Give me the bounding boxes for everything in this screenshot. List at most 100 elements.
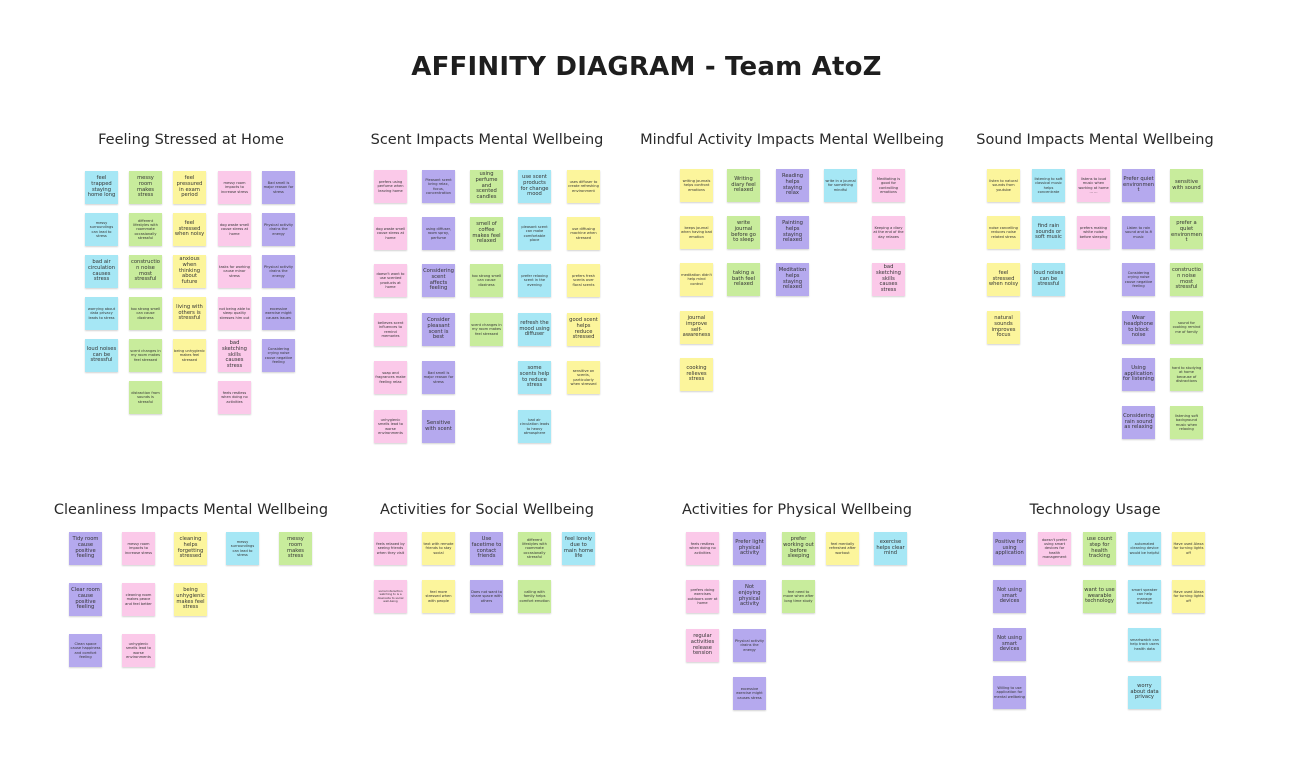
sticky-note[interactable]: dog waste smell cause stress at home — [218, 213, 251, 246]
sticky-note[interactable]: use diffusing machine when stressed — [567, 217, 600, 250]
sticky-note[interactable]: worry about data privacy — [1128, 676, 1161, 709]
sticky-note[interactable]: use scent products for change mood — [518, 170, 551, 203]
sticky-note[interactable]: too strong smell can cause dizziness — [470, 264, 503, 297]
sticky-note[interactable]: regular activities release tension — [686, 629, 719, 662]
sticky-note[interactable]: tasks for working cause minor stress — [218, 255, 251, 288]
sticky-note[interactable]: bad air circulation causes stress — [85, 255, 118, 288]
sticky-note[interactable]: want to use wearable technology — [1083, 580, 1116, 613]
sticky-note[interactable]: feels restless when doing no activities — [218, 381, 251, 414]
sticky-note[interactable]: Considering crying noise cause negative … — [262, 339, 295, 372]
sticky-note[interactable]: Have used Alexa for turning lights off — [1172, 580, 1205, 613]
sticky-note[interactable]: feel stressed when noisy — [987, 263, 1020, 296]
sticky-note[interactable]: listening soft background music when rel… — [1170, 406, 1203, 439]
sticky-note[interactable]: Writing diary feel relaxed — [727, 169, 760, 202]
sticky-note[interactable]: noise cancelling reduces noise related s… — [987, 216, 1020, 249]
sticky-note[interactable]: write journal before go to sleep — [727, 216, 760, 249]
sticky-note[interactable]: find rain sounds or soft music — [1032, 216, 1065, 249]
sticky-note[interactable]: Considering scent affects feeling — [422, 264, 455, 297]
sticky-note[interactable]: feels restless when doing no activities — [686, 532, 719, 565]
sticky-note[interactable]: Clear room cause positive feeling — [69, 583, 102, 616]
sticky-note[interactable]: believes scent influences to remind memo… — [374, 313, 407, 346]
sticky-note[interactable]: Keeping a diary at the end of the day re… — [872, 216, 905, 249]
sticky-note[interactable]: loud noises can be stressful — [85, 339, 118, 372]
sticky-note[interactable]: cleaning helps forgetting stressed — [174, 532, 207, 565]
sticky-note[interactable]: construction noise most stressful — [129, 255, 162, 288]
sticky-note[interactable]: bad sketching skills causes stress — [872, 263, 905, 296]
sticky-note[interactable]: journal improve self-awareness — [680, 311, 713, 344]
sticky-note[interactable]: prefers making white noise before sleepi… — [1077, 216, 1110, 249]
sticky-note[interactable]: Prefer quiet environment — [1122, 169, 1155, 202]
sticky-note[interactable]: loud noises can be stressful — [1032, 263, 1065, 296]
sticky-note[interactable]: Painting helps staying relaxed — [776, 216, 809, 249]
sticky-note[interactable]: feel need to move when after long time s… — [782, 580, 815, 613]
sticky-note[interactable]: messy room impacts to increase stress — [122, 532, 155, 565]
sticky-note[interactable]: smart speaker can help manage schedule — [1128, 580, 1161, 613]
sticky-note[interactable]: doesn't want to use scented products at … — [374, 264, 407, 297]
sticky-note[interactable]: good scent helps reduce stressed — [567, 313, 600, 346]
sticky-note[interactable]: Physical activity drains the energy — [262, 213, 295, 246]
sticky-note[interactable]: Meditating is good for controlling emoti… — [872, 169, 905, 202]
sticky-note[interactable]: Does not want to share space with others — [470, 580, 503, 613]
sticky-note[interactable]: Physical activity drains the energy — [733, 629, 766, 662]
sticky-note[interactable]: meditation didn't help mind control — [680, 263, 713, 296]
sticky-note[interactable]: feel stressed when noisy — [173, 213, 206, 246]
sticky-note[interactable]: Listen to rain sound and lo-fi music — [1122, 216, 1155, 249]
sticky-note[interactable]: automated cleaning device would be helpf… — [1128, 532, 1161, 565]
sticky-note[interactable]: Bad smell is major reason for stress — [422, 361, 455, 394]
sticky-note[interactable]: messy room impacts to increase stress — [218, 171, 251, 204]
sticky-note[interactable]: prefers doing exercises outdoors over at… — [686, 580, 719, 613]
sticky-note[interactable]: prefers using perfume when leaving home — [374, 170, 407, 203]
sticky-note[interactable]: prefer working out before sleeping — [782, 532, 815, 565]
sticky-note[interactable]: Considering rain sound as relaxing — [1122, 406, 1155, 439]
sticky-note[interactable]: listens to loud music when working at ho… — [1077, 169, 1110, 202]
sticky-note[interactable]: being unhygienic makes feel stress — [174, 583, 207, 616]
sticky-note[interactable]: use count step for health tracking — [1083, 532, 1116, 565]
sticky-note[interactable]: being unhygienic makes feel stressed — [173, 339, 206, 372]
sticky-note[interactable]: social interaction watching tv is a down… — [374, 580, 407, 613]
sticky-note[interactable]: feel mentally refreshed after workout — [826, 532, 859, 565]
sticky-note[interactable]: worrying about data privacy leads to str… — [85, 297, 118, 330]
sticky-note[interactable]: writing journals helps confront emotions — [680, 169, 713, 202]
sticky-note[interactable]: smell of coffee makes feel relaxed — [470, 217, 503, 250]
sticky-note[interactable]: unhygienic smells lead to worse environm… — [374, 410, 407, 443]
sticky-note[interactable]: Considering crying noise cause negative … — [1122, 263, 1155, 296]
sticky-note[interactable]: Prefer light physical activity — [733, 532, 766, 565]
sticky-note[interactable]: hard to studying at home because of dist… — [1170, 358, 1203, 391]
sticky-note[interactable]: not being able to sleep quality stresses… — [218, 297, 251, 330]
sticky-note[interactable]: prefers fresh scents over floral scents — [567, 264, 600, 297]
sticky-note[interactable]: sound for cooking remind me of family — [1170, 311, 1203, 344]
sticky-note[interactable]: different lifestyles with roommate occas… — [129, 213, 162, 246]
sticky-note[interactable]: Clean space cause happiness and comfort … — [69, 634, 102, 667]
sticky-note[interactable]: Positive for using application — [993, 532, 1026, 565]
sticky-note[interactable]: dog waste smell cause stress at home — [374, 217, 407, 250]
sticky-note[interactable]: listen to natural sounds from youtube — [987, 169, 1020, 202]
sticky-note[interactable]: Use facetime to contact friends — [470, 532, 503, 565]
sticky-note[interactable]: doesn't prefer using smart devices for h… — [1038, 532, 1071, 565]
sticky-note[interactable]: living with others is stressful — [173, 297, 206, 330]
sticky-note[interactable]: cleaning room makes peace and feel bette… — [122, 583, 155, 616]
sticky-note[interactable]: exercise helps clear mind — [874, 532, 907, 565]
sticky-note[interactable]: Not enjoying physical activity — [733, 580, 766, 613]
sticky-note[interactable]: keeps journal when having bad emotion — [680, 216, 713, 249]
sticky-note[interactable]: bad sketching skills causes stress — [218, 339, 251, 372]
sticky-note[interactable]: taking a bath feel relaxed — [727, 263, 760, 296]
sticky-note[interactable]: calling with family helps comfort emotio… — [518, 580, 551, 613]
sticky-note[interactable]: unhygienic smells lead to worse environm… — [122, 634, 155, 667]
sticky-note[interactable]: anxious when thinking about future — [173, 255, 206, 288]
sticky-note[interactable]: write in a journal for something mindful — [824, 169, 857, 202]
sticky-note[interactable]: smartwatch can help track users health d… — [1128, 628, 1161, 661]
sticky-note[interactable]: Have used Alexa for turning lights off — [1172, 532, 1205, 565]
sticky-note[interactable]: refresh the mood using diffuser — [518, 313, 551, 346]
sticky-note[interactable]: feel pressured in exam period — [173, 171, 206, 204]
sticky-note[interactable]: construction noise most stressful — [1170, 263, 1203, 296]
sticky-note[interactable]: messy surroundings can lead to stress — [85, 213, 118, 246]
sticky-note[interactable]: feel lonely due to main home life — [562, 532, 595, 565]
sticky-note[interactable]: scent changes in my room makes feel stre… — [470, 313, 503, 346]
sticky-note[interactable]: bad air circulation leads to heavy atmos… — [518, 410, 551, 443]
sticky-note[interactable]: excessive exercise might causes issues — [262, 297, 295, 330]
sticky-note[interactable]: soap and fragrances make feeling relax — [374, 361, 407, 394]
sticky-note[interactable]: text with remote friends to stay social — [422, 532, 455, 565]
sticky-note[interactable]: prefer a quiet environment — [1170, 216, 1203, 249]
sticky-note[interactable]: scent changes in my room makes feel stre… — [129, 339, 162, 372]
sticky-note[interactable]: Willing to use application for mental we… — [993, 676, 1026, 709]
